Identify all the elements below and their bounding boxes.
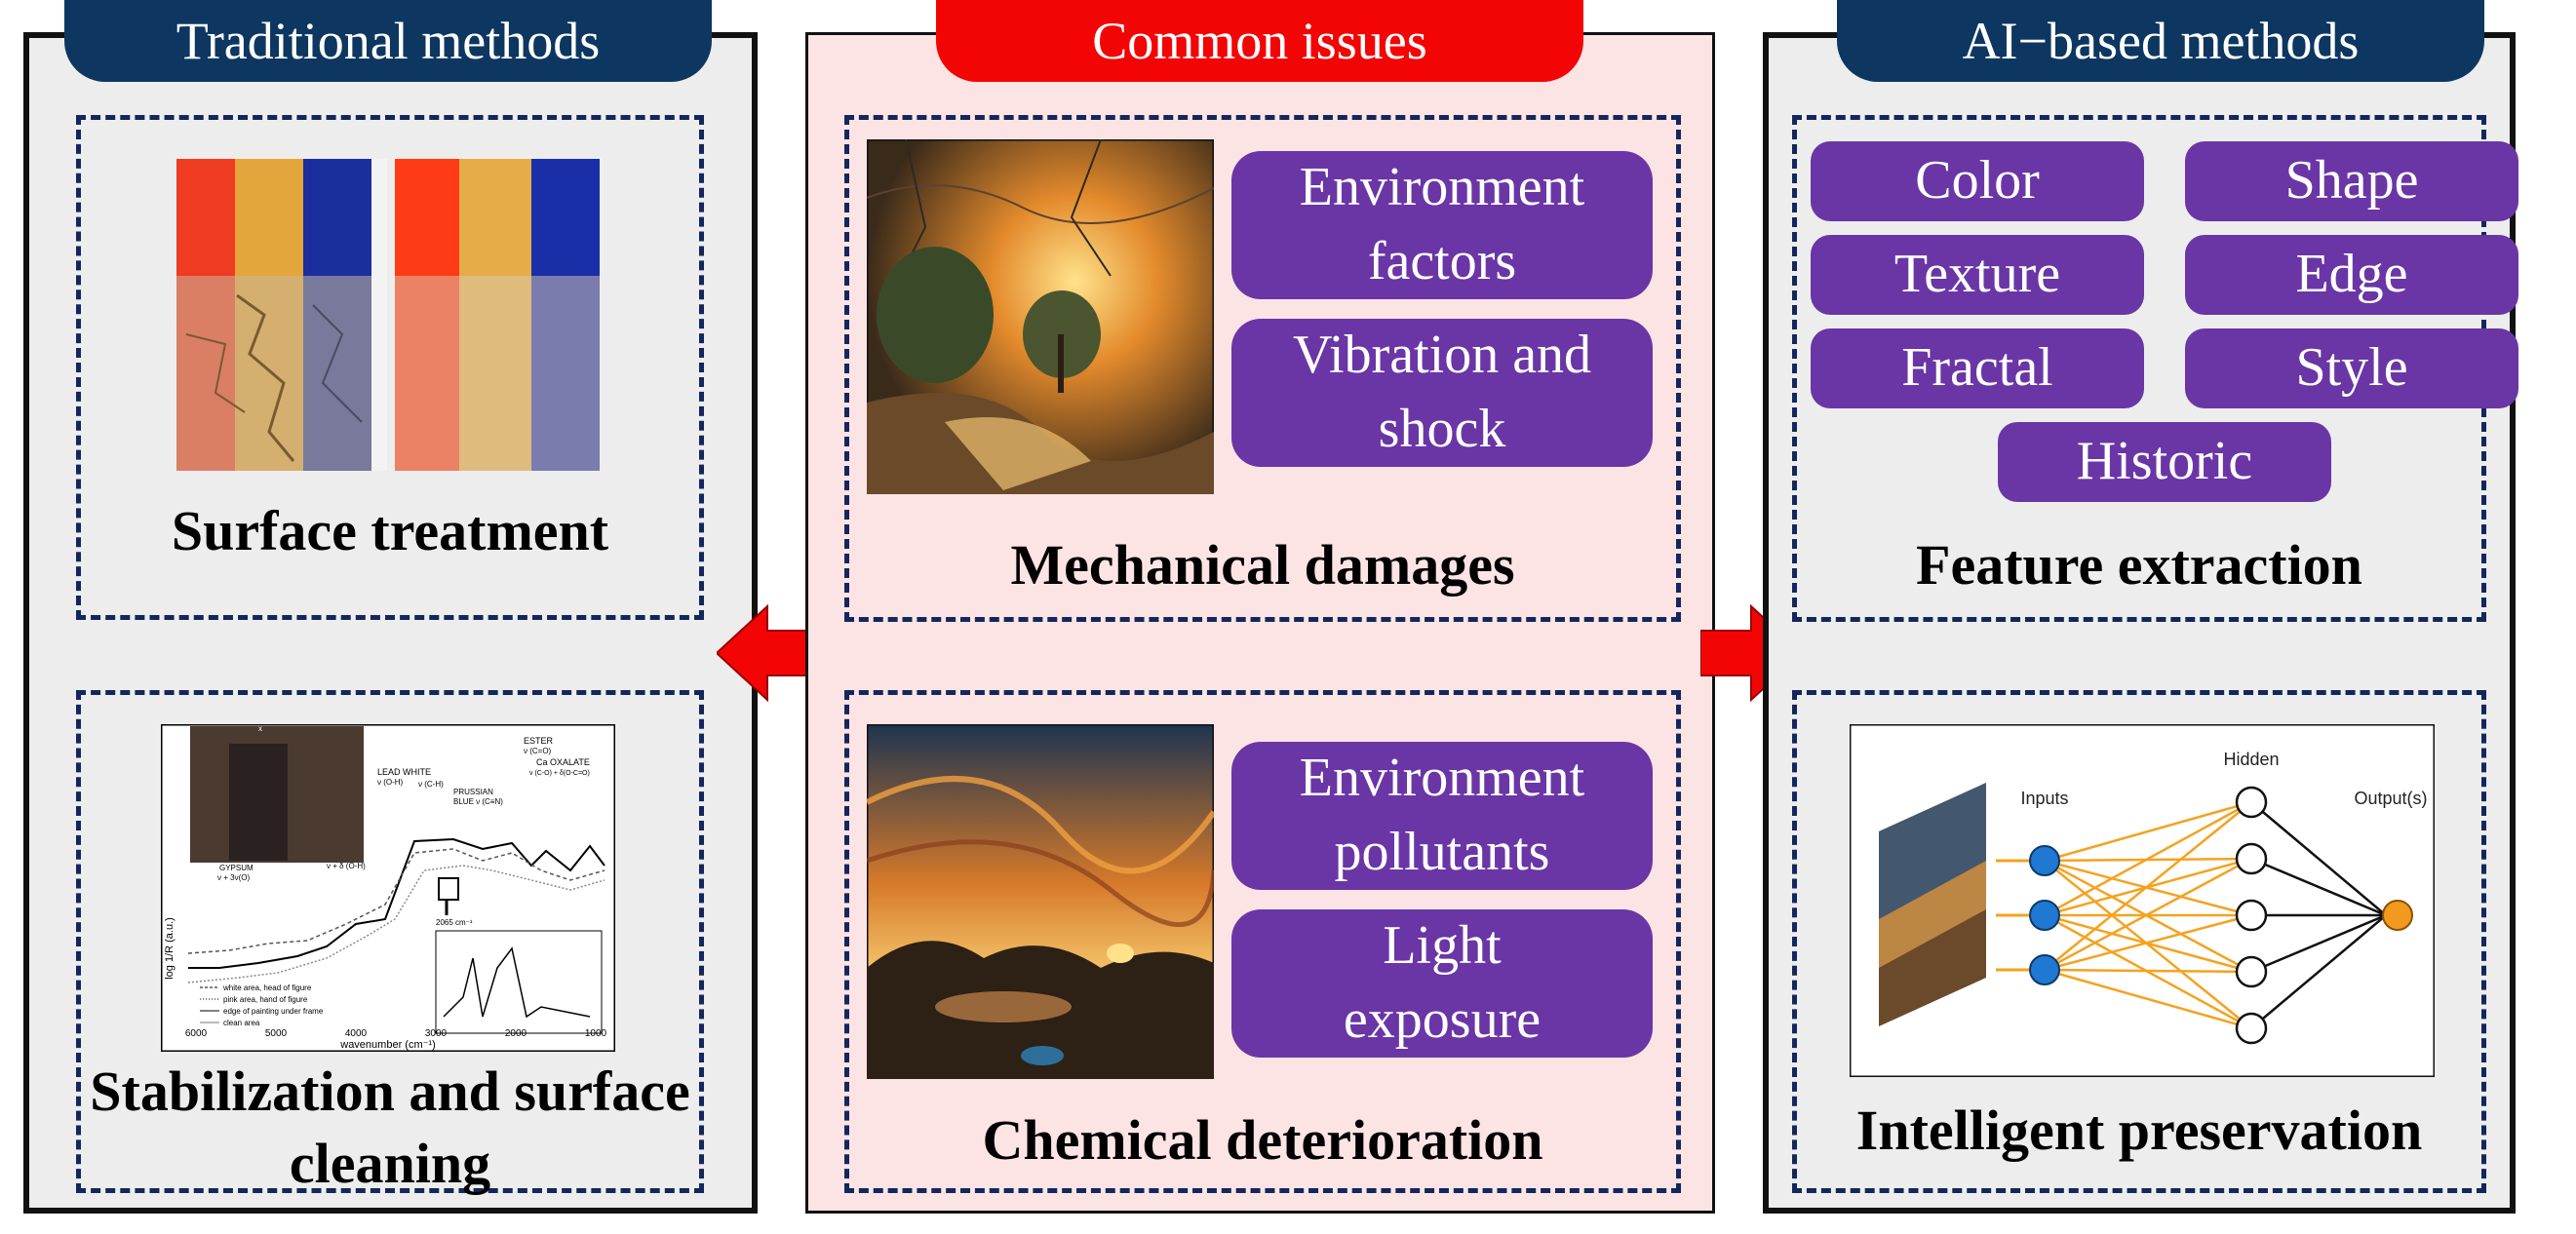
pill-line: Vibration and bbox=[1292, 325, 1592, 386]
nn-inputs-label: Inputs bbox=[2020, 789, 2068, 808]
pill-line: exposure bbox=[1343, 989, 1542, 1050]
intelligent-preservation-box: Inputs Hidden Output(s) Intelligent pres… bbox=[1792, 690, 2486, 1193]
pill-light-exposure: Light exposure bbox=[1231, 909, 1653, 1058]
legend-4: clean area bbox=[223, 1019, 260, 1027]
chemical-deterioration-painting bbox=[867, 724, 1214, 1079]
pill-line: Environment bbox=[1299, 157, 1585, 218]
annotation-ch: ν (C-H) bbox=[418, 780, 444, 789]
surface-treatment-image bbox=[176, 159, 600, 471]
feature-historic: Historic bbox=[1998, 422, 2331, 502]
chemical-deterioration-box: Environment pollutants Light exposure Chem… bbox=[844, 690, 1681, 1193]
feature-edge: Edge bbox=[2185, 235, 2518, 315]
pill-line: Environment bbox=[1299, 748, 1585, 809]
inset-line bbox=[443, 946, 591, 1019]
annotation-gypsum: GYPSUM bbox=[219, 864, 254, 872]
annotation-ca-oxalate-sub: ν (C-O) + δ(O-C=O) bbox=[529, 770, 590, 777]
annotation-prussian-sub: BLUE ν (C≡N) bbox=[453, 797, 503, 806]
pill-vibration-and-shock: Vibration and shock bbox=[1231, 319, 1653, 467]
feature-style: Style bbox=[2185, 328, 2518, 408]
feature-shape: Shape bbox=[2185, 141, 2518, 221]
xtick-2000: 2000 bbox=[505, 1028, 527, 1039]
annotation-ester-sub: ν (C=O) bbox=[524, 747, 552, 755]
pill-line: pollutants bbox=[1334, 822, 1550, 882]
annotation-lead-white-sub: ν (O-H) bbox=[377, 778, 404, 787]
surface-treatment-box: Surface treatment bbox=[76, 115, 704, 620]
spectrum-line-1 bbox=[188, 837, 605, 969]
pill-line: factors bbox=[1367, 231, 1517, 291]
annotation-cm: 2065 cm⁻¹ bbox=[436, 918, 473, 927]
xtick-4000: 4000 bbox=[345, 1028, 368, 1039]
legend-3: edge of painting under frame bbox=[223, 1007, 324, 1016]
annotation-ester: ESTER bbox=[524, 736, 554, 746]
input-nodes bbox=[2029, 845, 2060, 985]
feature-extraction-box: Color Shape Texture Edge Fractal Style H… bbox=[1792, 115, 2518, 622]
annotation-ca-oxalate: Ca OXALATE bbox=[536, 757, 590, 767]
mechanical-damages-title: Mechanical damages bbox=[1010, 533, 1515, 597]
neural-network-diagram: Inputs Hidden Output(s) bbox=[1850, 724, 2435, 1077]
stabilization-title: Stabilization and surface cleaning bbox=[90, 1060, 690, 1196]
legend-2: pink area, hand of figure bbox=[223, 995, 308, 1004]
hidden-nodes bbox=[2235, 786, 2268, 1045]
nn-hidden-label: Hidden bbox=[2223, 750, 2279, 769]
annotation-prussian: PRUSSIAN bbox=[453, 788, 493, 796]
ir-spectrum-chart: x log 1/R (a.u.) LEAD WHITE ν (O-H) ν (C… bbox=[161, 724, 615, 1052]
arrow-left-icon bbox=[717, 604, 819, 702]
feature-color: Color bbox=[1811, 141, 2144, 221]
pill-environment-factors: Environment factors bbox=[1231, 151, 1653, 299]
pill-environment-pollutants: Environment pollutants bbox=[1231, 742, 1653, 890]
svg-text:x: x bbox=[258, 724, 262, 733]
ylabel: log 1/R (a.u.) bbox=[164, 917, 176, 980]
intelligent-preservation-title: Intelligent preservation bbox=[1855, 1099, 2423, 1162]
xtick-3000: 3000 bbox=[425, 1028, 448, 1039]
annotation-lead-white: LEAD WHITE bbox=[377, 767, 431, 777]
ai-based-methods-header: AI−based methods bbox=[1837, 0, 2484, 82]
annotation-oh: ν + δ (O-H) bbox=[327, 862, 366, 870]
legend-1: white area, head of figure bbox=[222, 983, 312, 992]
traditional-methods-header: Traditional methods bbox=[64, 0, 712, 82]
stabilization-box: x log 1/R (a.u.) LEAD WHITE ν (O-H) ν (C… bbox=[76, 690, 704, 1195]
mechanical-damages-box: Environment factors Vibration and shock Me… bbox=[844, 115, 1681, 622]
xtick-1000: 1000 bbox=[585, 1028, 607, 1039]
common-issues-header: Common issues bbox=[936, 0, 1583, 82]
output-node bbox=[2382, 900, 2413, 931]
annotation-gypsum-sub: ν + 3ν(O) bbox=[217, 873, 250, 882]
nn-outputs-label: Output(s) bbox=[2354, 789, 2427, 808]
chemical-deterioration-title: Chemical deterioration bbox=[982, 1108, 1543, 1172]
pill-line: shock bbox=[1378, 399, 1506, 459]
feature-texture: Texture bbox=[1811, 235, 2144, 315]
surface-treatment-title: Surface treatment bbox=[171, 499, 609, 562]
feature-fractal: Fractal bbox=[1811, 328, 2144, 408]
xlabel: wavenumber (cm⁻¹) bbox=[339, 1039, 436, 1051]
xtick-5000: 5000 bbox=[265, 1028, 288, 1039]
xtick-6000: 6000 bbox=[185, 1028, 208, 1039]
pill-line: Light bbox=[1383, 915, 1502, 977]
spectrum-line-3 bbox=[187, 865, 605, 983]
feature-extraction-title: Feature extraction bbox=[1916, 533, 2362, 597]
mechanical-damage-painting bbox=[867, 139, 1214, 494]
